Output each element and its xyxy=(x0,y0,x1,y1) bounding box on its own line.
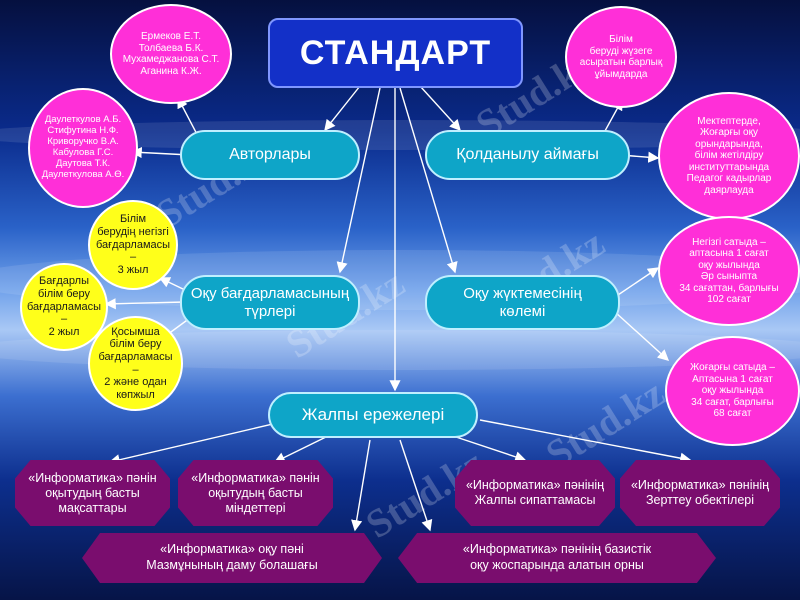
main-title: СТАНДАРТ xyxy=(268,18,523,88)
branch-scope: Қолданылу аймағы xyxy=(425,130,630,180)
arrow xyxy=(104,298,186,310)
arrow xyxy=(158,277,186,291)
rules-node-goals: «Информатика» пәнін оқытудың басты мақса… xyxy=(15,460,170,526)
rules-node-tasks: «Информатика» пәнін оқытудың басты мінде… xyxy=(178,460,333,526)
arrow xyxy=(479,419,692,464)
arrow xyxy=(273,434,331,463)
arrow xyxy=(614,267,660,298)
branch-workload: Оқу жүктемесінің көлемі xyxy=(425,275,620,330)
arrow xyxy=(108,419,291,466)
branch-authors: Авторлары xyxy=(180,130,360,180)
authors-node-1: Ермеков Е.Т. Толбаева Б.К. Мухамеджанова… xyxy=(110,4,232,104)
workload-node-1: Негізгі сатыда – аптасына 1 сағат оқу жы… xyxy=(658,216,800,326)
arrow xyxy=(449,434,527,463)
authors-node-2: Даулеткулов А.Б. Стифутина Н.Ф. Криворуч… xyxy=(28,88,138,208)
scope-node-1: Білім беруді жүзеге асыратын барлық ұйым… xyxy=(565,6,677,108)
program-node-2: Бағдарлы білім беру бағдарламасы – 2 жыл xyxy=(20,263,108,351)
branch-program-types: Оқу бағдарламасының түрлері xyxy=(180,275,360,330)
arrow xyxy=(324,85,361,132)
rules-node-curriculum-place: «Информатика» пәнінің базистік оқу жоспа… xyxy=(398,533,716,583)
arrow xyxy=(399,439,433,532)
branch-general-rules: Жалпы ережелері xyxy=(268,392,478,438)
arrow xyxy=(614,311,670,361)
rules-node-general-description: «Информатика» пәнінің Жалпы сипаттамасы xyxy=(455,460,615,526)
rules-node-development-prospects: «Информатика» оқу пәні Мазмұнының даму б… xyxy=(82,533,382,583)
arrow xyxy=(419,85,461,132)
workload-node-2: Жоғарғы сатыда – Аптасына 1 сағат оқу жы… xyxy=(665,336,800,446)
program-node-3: Қосымша білім беру бағдарламасы – 2 және… xyxy=(88,316,183,411)
rules-node-research-objects: «Информатика» пәнінің Зерттеу обектілері xyxy=(620,460,780,526)
arrow xyxy=(399,87,458,274)
arrow xyxy=(336,87,381,274)
arrow xyxy=(351,439,371,532)
scope-node-2: Мектептерде, Жоғарғы оқу орындарында, бі… xyxy=(658,92,800,220)
program-node-1: Білім берудің негізгі бағдарламасы – 3 ж… xyxy=(88,200,178,290)
